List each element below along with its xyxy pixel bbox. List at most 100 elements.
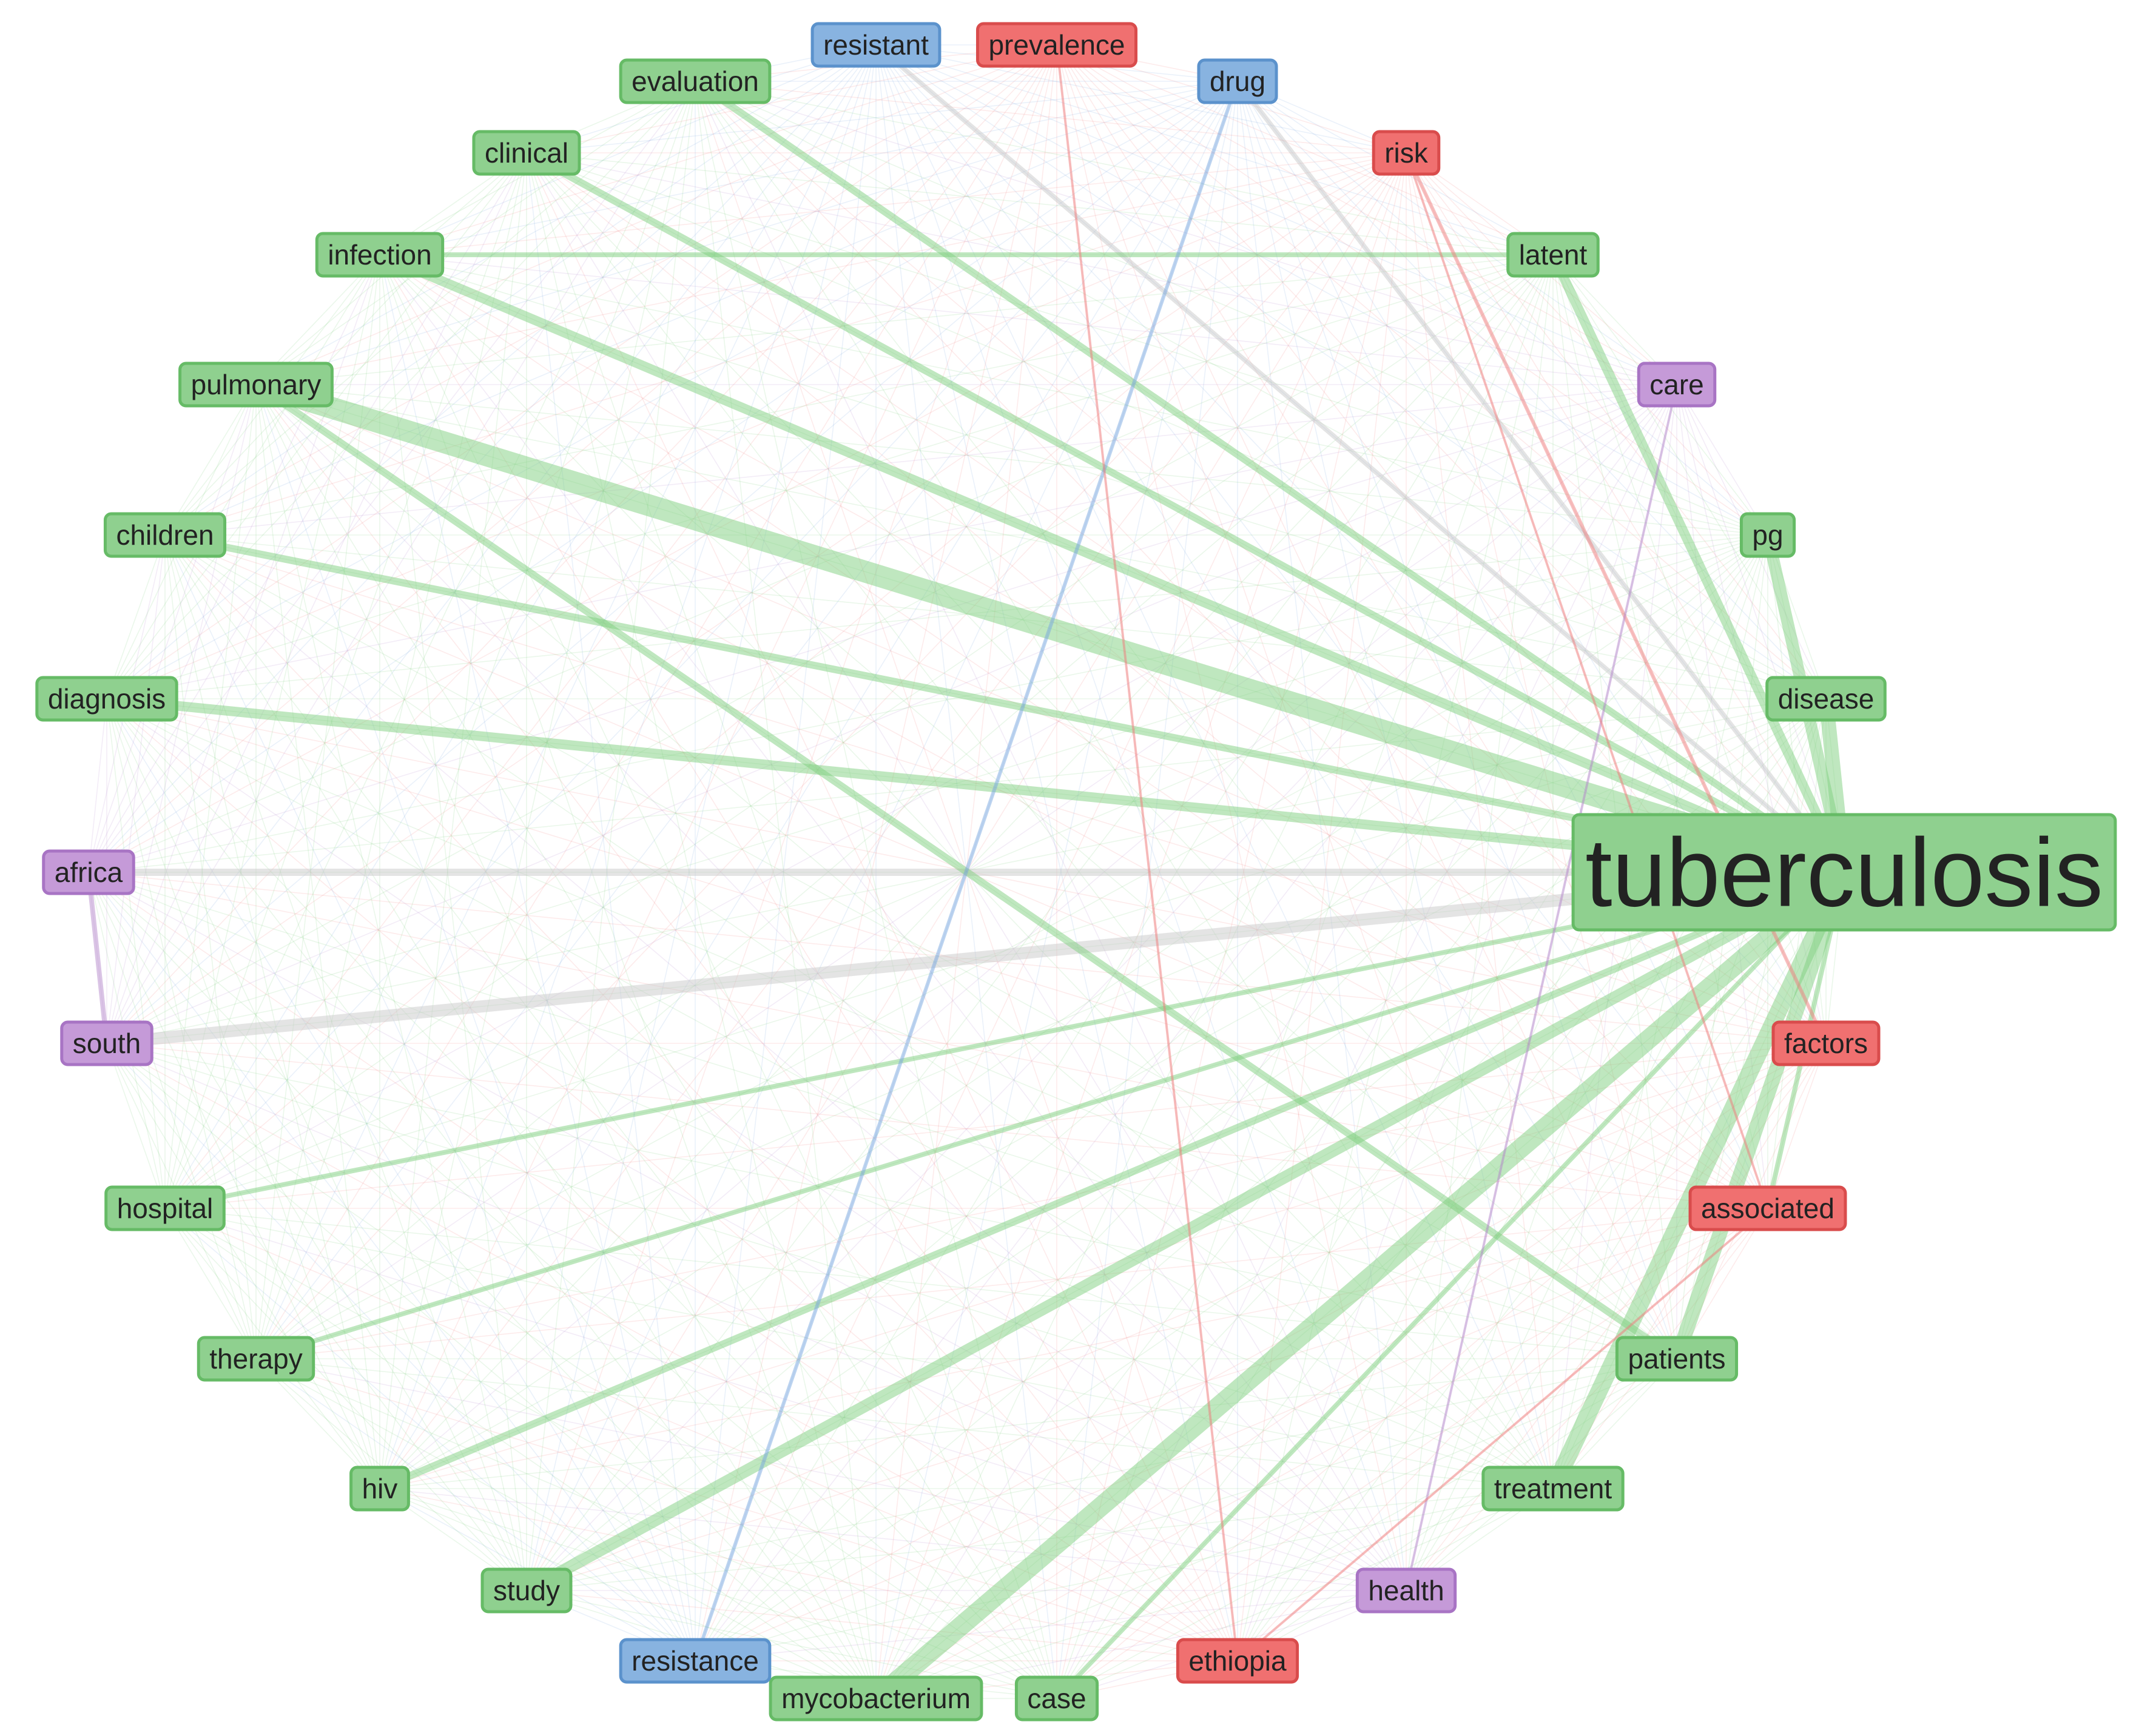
node-label: pulmonary	[191, 369, 322, 400]
edge-ethiopia-infection	[379, 254, 1238, 1661]
edge-therapy-children	[164, 534, 257, 1359]
link-tuberculosis-case	[1054, 870, 1847, 1701]
edge-diagnosis-evaluation	[106, 81, 696, 699]
node-hospital[interactable]: hospital	[104, 1185, 226, 1231]
edge-health-africa	[88, 872, 1407, 1591]
edge-latent-pulmonary	[255, 254, 1554, 385]
edge-mycobacterium-diagnosis	[106, 698, 877, 1699]
edge-disease-evaluation	[695, 81, 1827, 699]
edge-therapy-diagnosis	[106, 698, 257, 1359]
node-health[interactable]: health	[1355, 1567, 1457, 1614]
edge-study-pulmonary	[255, 384, 527, 1591]
edge-prevalence-tuberculosis	[1056, 44, 1845, 873]
edge-latent-ethiopia	[1237, 254, 1554, 1661]
edge-drug-hiv	[379, 81, 1238, 1489]
node-ethiopia[interactable]: ethiopia	[1176, 1638, 1299, 1684]
link-tuberculosis-hospital	[163, 870, 1847, 1211]
edge-patients-hiv	[379, 1358, 1677, 1489]
edge-africa-clinical	[88, 152, 527, 873]
node-children[interactable]: children	[103, 512, 227, 558]
node-box	[472, 130, 581, 176]
node-label: tuberculosis	[1585, 818, 2103, 927]
node-label: patients	[1628, 1343, 1725, 1375]
node-label: prevalence	[988, 29, 1125, 61]
node-label: therapy	[209, 1343, 302, 1375]
edge-resistance-pulmonary	[255, 384, 696, 1661]
edge-mycobacterium-therapy	[255, 1358, 877, 1699]
edge-prevalence-disease	[1056, 44, 1827, 699]
node-box	[1176, 1638, 1299, 1684]
edge-care-children	[164, 384, 1677, 536]
node-risk[interactable]: risk	[1372, 130, 1441, 176]
node-drug[interactable]: drug	[1197, 58, 1278, 104]
node-pg[interactable]: pg	[1739, 512, 1796, 558]
edge-mycobacterium-hospital	[164, 1208, 877, 1699]
node-resistance[interactable]: resistance	[619, 1638, 772, 1684]
node-pulmonary[interactable]: pulmonary	[178, 362, 334, 408]
node-prevalence[interactable]: prevalence	[975, 22, 1138, 68]
node-patients[interactable]: patients	[1615, 1336, 1739, 1382]
edge-health-hiv	[379, 1488, 1407, 1591]
node-diagnosis[interactable]: diagnosis	[35, 676, 178, 722]
edge-factors-therapy	[255, 1043, 1827, 1359]
edge-drug-health	[1237, 81, 1407, 1591]
edge-hiv-diagnosis	[106, 698, 380, 1489]
edge-africa-pulmonary	[88, 384, 257, 873]
node-south[interactable]: south	[60, 1020, 153, 1066]
node-hiv[interactable]: hiv	[349, 1466, 410, 1512]
node-evaluation[interactable]: evaluation	[619, 58, 772, 104]
node-latent[interactable]: latent	[1506, 232, 1600, 278]
edge-treatment-resistance	[695, 1488, 1554, 1661]
node-box	[197, 1336, 315, 1382]
node-box	[1481, 1466, 1625, 1512]
edge-pg-pulmonary	[255, 384, 1768, 536]
edge-care-tuberculosis	[1676, 384, 1845, 873]
node-clinical[interactable]: clinical	[472, 130, 581, 176]
link-tuberculosis-therapy	[254, 870, 1847, 1361]
link-associated-ethiopia	[1236, 1207, 1769, 1662]
node-label: africa	[55, 857, 123, 888]
edge-risk-pulmonary	[255, 152, 1407, 385]
edge-prevalence-care	[1056, 44, 1677, 385]
node-label: mycobacterium	[781, 1683, 971, 1714]
node-box	[315, 232, 445, 278]
edge-drug-case	[1056, 81, 1238, 1699]
edge-factors-hiv	[379, 1043, 1827, 1489]
node-treatment[interactable]: treatment	[1481, 1466, 1625, 1512]
edge-resistance-clinical	[526, 152, 696, 1661]
node-infection[interactable]: infection	[315, 232, 445, 278]
node-study[interactable]: study	[480, 1567, 573, 1614]
edge-factors-study	[526, 1043, 1827, 1591]
edge-study-south	[106, 1043, 527, 1591]
edge-health-therapy	[255, 1358, 1407, 1591]
node-africa[interactable]: africa	[42, 849, 135, 895]
edge-risk-resistance	[695, 152, 1407, 1661]
node-mycobacterium[interactable]: mycobacterium	[769, 1675, 983, 1722]
edge-diagnosis-infection	[106, 254, 380, 699]
node-care[interactable]: care	[1637, 362, 1717, 408]
edge-factors-associated	[1767, 1043, 1827, 1209]
edge-hospital-evaluation	[164, 81, 696, 1209]
edge-case-clinical	[526, 152, 1057, 1699]
node-disease[interactable]: disease	[1765, 676, 1887, 722]
node-tuberculosis[interactable]: tuberculosis	[1571, 813, 2117, 932]
edge-care-infection	[379, 254, 1677, 385]
edge-drug-children	[164, 81, 1238, 536]
node-associated[interactable]: associated	[1688, 1185, 1847, 1231]
node-therapy[interactable]: therapy	[197, 1336, 315, 1382]
node-resistant[interactable]: resistant	[810, 22, 942, 68]
edge-prevalence-children	[164, 44, 1057, 536]
edge-pg-resistance	[695, 534, 1768, 1661]
edge-therapy-clinical	[255, 152, 527, 1359]
edge-children-evaluation	[164, 81, 696, 536]
edge-treatment-hospital	[164, 1208, 1554, 1489]
edge-study-evaluation	[526, 81, 696, 1591]
node-factors[interactable]: factors	[1771, 1020, 1881, 1066]
node-box	[1355, 1567, 1457, 1614]
node-label: diagnosis	[48, 683, 166, 715]
edge-resistant-infection	[379, 44, 877, 255]
node-case[interactable]: case	[1014, 1675, 1099, 1722]
edge-disease-clinical	[526, 152, 1827, 699]
edge-resistant-resistance	[695, 44, 877, 1661]
